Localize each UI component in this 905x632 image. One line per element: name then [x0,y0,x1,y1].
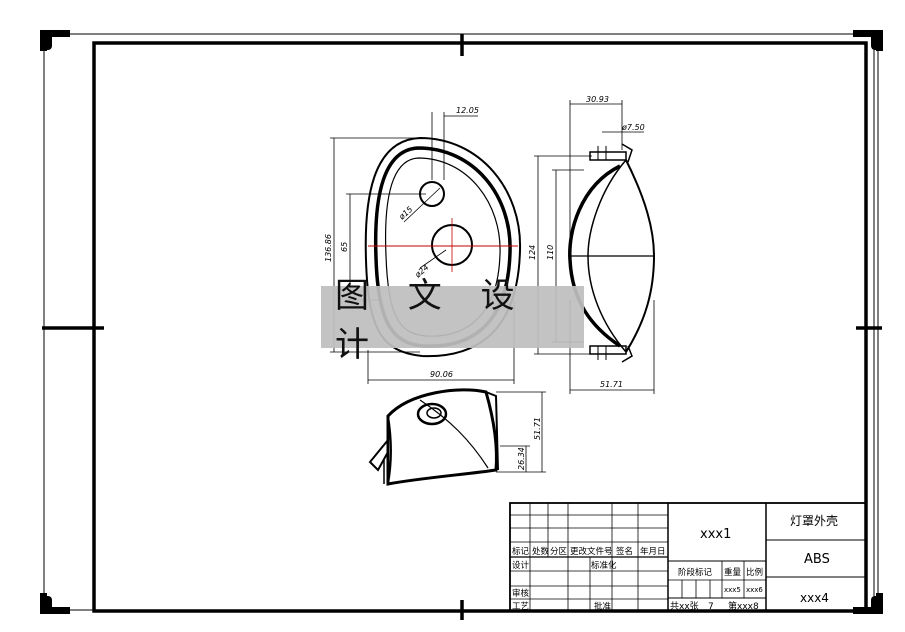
lbl-process: 工艺 [512,602,529,612]
dim-90-06: 90.06 [430,370,453,379]
centering-marks [42,34,882,620]
lbl-standardize: 标准化 [591,560,617,571]
hdr-date: 年月日 [640,546,666,557]
material: ABS [804,552,830,567]
lbl-review: 审核 [512,588,530,599]
lbl-scale: 比例 [746,567,763,578]
dim-12-05: 12.05 [456,106,479,115]
val-scale: xxx6 [746,586,763,594]
val-weight: xxx5 [724,586,741,594]
lbl-approve: 批准 [594,601,612,612]
isometric-dimensions [496,391,546,473]
lbl-design: 设计 [512,560,530,571]
hdr-zone: 分区 [550,547,568,557]
isometric-view [368,388,499,486]
dim-110: 110 [546,245,555,260]
watermark-text: 图 文 设 计 [335,276,529,365]
part-name: 灯罩外壳 [790,514,838,528]
dim-30-93: 30.93 [586,95,609,104]
hdr-sign: 签名 [616,546,633,557]
title-block-text: 标记 处数 分区 更改文件号 签名 年月日 设计 标准化 审核 工艺 批准 xx… [512,514,838,612]
corner-marks [40,30,883,614]
dim-phi-15: ø15 [397,205,415,222]
dim-124: 124 [528,245,537,260]
title-block [509,502,867,612]
sheet-mid: 7 [708,602,714,612]
drawing-no: xxx1 [700,527,731,542]
dim-136-86: 136.86 [324,234,333,262]
dim-26-34: 26.34 [517,447,526,470]
drawing-code: xxx4 [800,591,829,605]
dim-phi-7-50: ø7.50 [621,123,645,132]
hdr-count: 处数 [532,546,550,557]
front-view [364,136,522,358]
watermark-banner: 图 文 设 计 [321,276,584,365]
sheets-total: 共xx张 [670,601,699,612]
dim-51-71-h: 51.71 [600,380,623,389]
dim-65: 65 [340,242,349,252]
lbl-weight: 重量 [724,567,742,578]
hdr-change-doc: 更改文件号 [570,546,613,557]
hdr-mark: 标记 [512,546,530,557]
side-view [568,143,656,363]
lbl-stage-mark: 阶段标记 [678,567,713,578]
dim-51-71-v: 51.71 [533,417,542,440]
sheet-no: 第xxx8 [728,600,759,612]
